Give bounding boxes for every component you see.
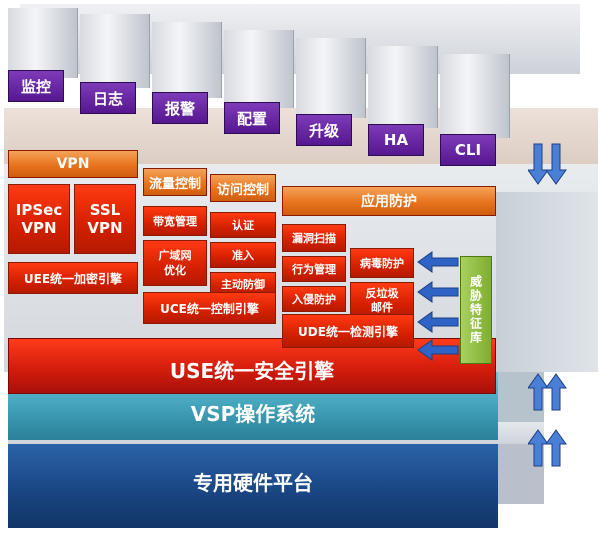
antivirus-label: 病毒防护 [360, 257, 404, 270]
wan-optimization[interactable]: 广域网优化 [143, 240, 207, 286]
vuln-scan-label: 漏洞扫描 [292, 232, 336, 245]
ipsec-vpn[interactable]: IPSec VPN [8, 184, 70, 254]
ude-engine[interactable]: UDE统一检测引擎 [282, 314, 414, 348]
access-control-header[interactable]: 访问控制 [210, 174, 276, 202]
module-column [152, 22, 222, 98]
threat-db-label: 威胁特征库 [468, 275, 483, 345]
app-protection-label: 应用防护 [361, 194, 417, 210]
module-alarm[interactable]: 报警 [152, 92, 208, 124]
auth-label: 认证 [232, 219, 254, 232]
module-upgrade[interactable]: 升级 [296, 114, 352, 146]
anti-spam-label: 反垃圾邮件 [365, 287, 399, 314]
arrow-left-icon [417, 281, 459, 303]
module-config-label: 配置 [236, 109, 267, 128]
threat-db[interactable]: 威胁特征库 [460, 256, 492, 364]
flow-control-header[interactable]: 流量控制 [143, 168, 207, 196]
module-ha[interactable]: HA [368, 124, 424, 156]
access-control-label: 访问控制 [216, 182, 269, 198]
module-log-label: 日志 [92, 89, 123, 108]
vsp-label: VSP操作系统 [190, 402, 316, 426]
uee-engine-label: UEE统一加密引擎 [23, 271, 123, 286]
module-column [8, 8, 78, 78]
behavior-mgmt[interactable]: 行为管理 [282, 256, 346, 282]
uce-engine-label: UCE统一控制引擎 [160, 301, 259, 316]
vpn-header[interactable]: VPN [8, 150, 138, 178]
module-cli-label: CLI [454, 141, 482, 159]
app-protection-header[interactable]: 应用防护 [282, 186, 496, 216]
module-cli[interactable]: CLI [440, 134, 496, 166]
ssl-vpn[interactable]: SSL VPN [74, 184, 136, 254]
vuln-scan[interactable]: 漏洞扫描 [282, 224, 346, 252]
intrusion-prevention-label: 入侵防护 [292, 293, 336, 306]
ssl-vpn-label: SSL VPN [87, 201, 123, 237]
admission-label: 准入 [232, 249, 254, 262]
uce-engine[interactable]: UCE统一控制引擎 [143, 292, 276, 324]
admission[interactable]: 准入 [210, 242, 276, 268]
up-arrows-icon [528, 429, 567, 467]
arrow-left-icon [417, 251, 459, 273]
module-config[interactable]: 配置 [224, 102, 280, 134]
arrow-left-icon [417, 339, 459, 361]
bandwidth-mgmt-label: 带宽管理 [153, 215, 197, 228]
behavior-mgmt-label: 行为管理 [292, 263, 336, 276]
use-engine-label: USE统一安全引擎 [169, 359, 335, 383]
module-column [440, 54, 510, 138]
bandwidth-mgmt[interactable]: 带宽管理 [143, 206, 207, 236]
arrow-left-icon [417, 311, 459, 333]
vpn-header-label: VPN [56, 156, 90, 172]
module-alarm-label: 报警 [164, 99, 195, 118]
up-arrows-icon [528, 373, 567, 411]
module-monitor-label: 监控 [20, 77, 51, 96]
security-platform-side [496, 192, 598, 372]
ipsec-vpn-label: IPSec VPN [15, 201, 63, 237]
down-arrows-icon [528, 143, 567, 185]
module-column [296, 38, 366, 118]
module-monitor[interactable]: 监控 [8, 70, 64, 102]
auth[interactable]: 认证 [210, 212, 276, 238]
uee-engine[interactable]: UEE统一加密引擎 [8, 262, 138, 294]
threat-db-arrows [417, 251, 459, 361]
intrusion-prevention[interactable]: 入侵防护 [282, 286, 346, 312]
antivirus[interactable]: 病毒防护 [350, 248, 414, 278]
module-ha-label: HA [383, 131, 409, 149]
flow-control-label: 流量控制 [148, 176, 201, 192]
module-column [224, 30, 294, 108]
module-log[interactable]: 日志 [80, 82, 136, 114]
wan-optimization-label: 广域网优化 [158, 249, 192, 277]
module-column [80, 14, 150, 88]
module-upgrade-label: 升级 [308, 121, 339, 140]
anti-spam[interactable]: 反垃圾邮件 [350, 282, 414, 320]
active-defense-label: 主动防御 [221, 278, 265, 291]
ude-engine-label: UDE统一检测引擎 [298, 324, 398, 339]
use-engine-bar: USE统一安全引擎 [8, 338, 496, 394]
module-column [368, 46, 438, 128]
hardware-label: 专用硬件平台 [193, 471, 313, 495]
